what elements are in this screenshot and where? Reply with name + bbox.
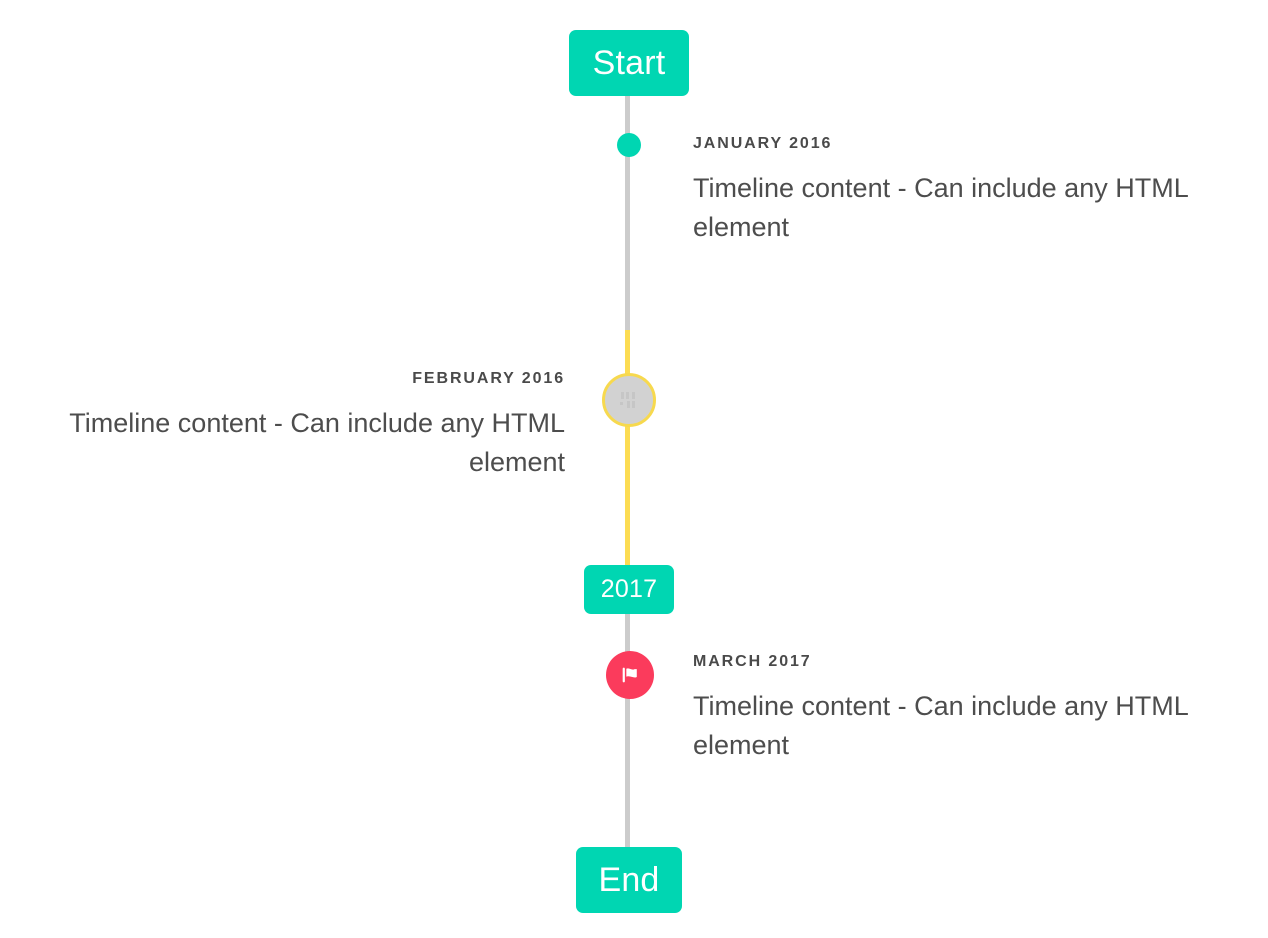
timeline-rail-upper — [625, 94, 630, 332]
broken-image-icon — [620, 392, 638, 408]
timeline-marker-january[interactable] — [617, 133, 641, 157]
timeline-entry-date: January 2016 — [693, 135, 833, 152]
timeline-entry-body: Timeline content - Can include any HTML … — [69, 408, 565, 477]
timeline-marker-march[interactable] — [606, 651, 654, 699]
timeline-entry-date: February 2016 — [412, 370, 565, 387]
timeline-entry-body: Timeline content - Can include any HTML … — [693, 173, 1188, 242]
timeline-rail-lower — [625, 612, 630, 854]
timeline-end-badge[interactable]: End — [576, 847, 682, 913]
timeline-year-badge[interactable]: 2017 — [584, 565, 674, 614]
timeline-marker-february[interactable] — [602, 373, 656, 427]
timeline-entry-january: January 2016 Timeline content - Can incl… — [693, 134, 1233, 246]
timeline-entry-february: February 2016 Timeline content - Can inc… — [30, 369, 565, 481]
timeline-entry-date: March 2017 — [693, 653, 812, 670]
flag-icon — [622, 667, 637, 683]
timeline-entry-march: March 2017 Timeline content - Can includ… — [693, 652, 1233, 764]
timeline-entry-body: Timeline content - Can include any HTML … — [693, 691, 1188, 760]
timeline-start-badge[interactable]: Start — [569, 30, 689, 96]
timeline-rail-highlight — [625, 330, 630, 570]
